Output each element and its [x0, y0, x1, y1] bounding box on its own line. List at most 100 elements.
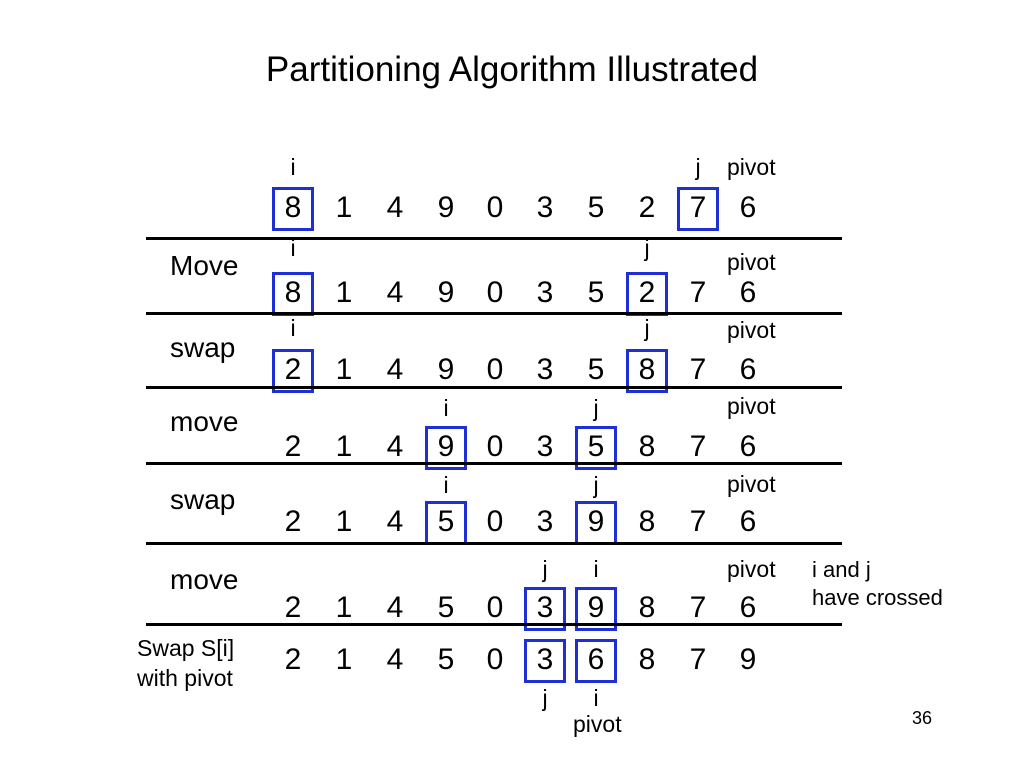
array-cell: 3 [536, 505, 554, 538]
pointer-i: i [290, 154, 296, 180]
separator-line [146, 386, 842, 389]
array-cell: 5 [587, 430, 605, 463]
array-cell: 3 [536, 276, 554, 309]
array-cell: 3 [536, 430, 554, 463]
array-cell: 8 [284, 276, 302, 309]
pivot-label: pivot [727, 556, 776, 582]
highlight-box [524, 639, 566, 683]
array-cell: 3 [536, 353, 554, 386]
array-cell: 9 [437, 191, 455, 224]
row-label: Move [170, 250, 239, 281]
pointer-i: i [593, 685, 599, 711]
pointer-i: i [593, 556, 599, 582]
array-cell: 8 [284, 191, 302, 224]
array-cell: 6 [739, 353, 757, 386]
pointer-i: i [443, 472, 449, 498]
page-number: 36 [912, 708, 933, 728]
array-cell: 1 [335, 643, 353, 676]
array-cell: 2 [284, 430, 302, 463]
highlight-box [272, 349, 314, 393]
array-cell: 3 [536, 643, 554, 676]
pointer-j: j [593, 395, 599, 421]
array-cell: 2 [284, 591, 302, 624]
pointer-i: i [290, 315, 296, 341]
array-cell: 6 [739, 505, 757, 538]
array-cell: 4 [386, 591, 404, 624]
array-cell: 4 [386, 191, 404, 224]
array-cell: 5 [437, 591, 455, 624]
array-cell: 1 [335, 191, 353, 224]
highlight-box [575, 426, 617, 470]
array-cell: 0 [486, 276, 504, 309]
array-cell: 0 [486, 353, 504, 386]
array-cell: 4 [386, 353, 404, 386]
array-cell: 7 [689, 430, 707, 463]
array-cell: 1 [335, 353, 353, 386]
array-cell: 7 [689, 643, 707, 676]
highlight-box [524, 587, 566, 631]
array-cell: 5 [587, 191, 605, 224]
row-label: swap [170, 484, 236, 515]
separator-line [146, 462, 842, 465]
array-cell: 9 [587, 591, 605, 624]
array-cell: 2 [284, 505, 302, 538]
array-cell: 7 [689, 353, 707, 386]
separator-line [146, 623, 842, 626]
row-label: swap [170, 332, 236, 363]
array-cell: 6 [739, 591, 757, 624]
array-cell: 5 [587, 353, 605, 386]
array-cell: 0 [486, 505, 504, 538]
pointer-j: j [542, 556, 548, 582]
array-cell: 8 [638, 591, 656, 624]
array-cell: 1 [335, 430, 353, 463]
array-cell: 6 [739, 430, 757, 463]
separator-line [146, 542, 842, 545]
array-cell: 1 [335, 505, 353, 538]
array-cell: 2 [284, 353, 302, 386]
separator-line [146, 312, 842, 315]
separator-line [146, 237, 842, 240]
array-cell: 1 [335, 591, 353, 624]
array-cell: 4 [386, 430, 404, 463]
highlight-box [575, 587, 617, 631]
array-cell: 9 [739, 643, 757, 676]
pointer-j: j [695, 154, 701, 180]
pointer-j: j [644, 315, 650, 341]
array-cell: 8 [638, 643, 656, 676]
pivot-label: pivot [727, 471, 776, 497]
array-cell: 2 [638, 276, 656, 309]
array-cell: 8 [638, 505, 656, 538]
row-label: move [170, 564, 239, 595]
row-label: Swap S[i] with pivot [137, 635, 235, 691]
pointer-j: j [542, 685, 548, 711]
array-cell: 9 [437, 430, 455, 463]
array-cell: 9 [587, 505, 605, 538]
pivot-label: pivot [727, 393, 776, 419]
array-cell: 9 [437, 353, 455, 386]
array-cell: 8 [638, 430, 656, 463]
array-cell: 5 [437, 505, 455, 538]
array-cell: 7 [689, 276, 707, 309]
pivot-label: pivot [727, 154, 776, 180]
array-cell: 7 [689, 505, 707, 538]
highlight-box [272, 187, 314, 231]
array-cell: 1 [335, 276, 353, 309]
array-cell: 0 [486, 643, 504, 676]
highlight-box [575, 639, 617, 683]
slide-title: Partitioning Algorithm Illustrated [265, 50, 759, 89]
array-cell: 6 [739, 191, 757, 224]
pivot-label: pivot [573, 711, 622, 737]
array-cell: 7 [689, 591, 707, 624]
array-cell: 7 [689, 191, 707, 224]
array-cell: 5 [587, 276, 605, 309]
array-cell: 3 [536, 191, 554, 224]
array-cell: 4 [386, 276, 404, 309]
array-cell: 2 [638, 191, 656, 224]
array-cell: 0 [486, 191, 504, 224]
crossed-note: i and j have crossed [812, 557, 943, 610]
array-cell: 9 [437, 276, 455, 309]
pivot-label: pivot [727, 317, 776, 343]
array-cell: 6 [739, 276, 757, 309]
row-label: move [170, 406, 239, 437]
array-cell: 0 [486, 430, 504, 463]
